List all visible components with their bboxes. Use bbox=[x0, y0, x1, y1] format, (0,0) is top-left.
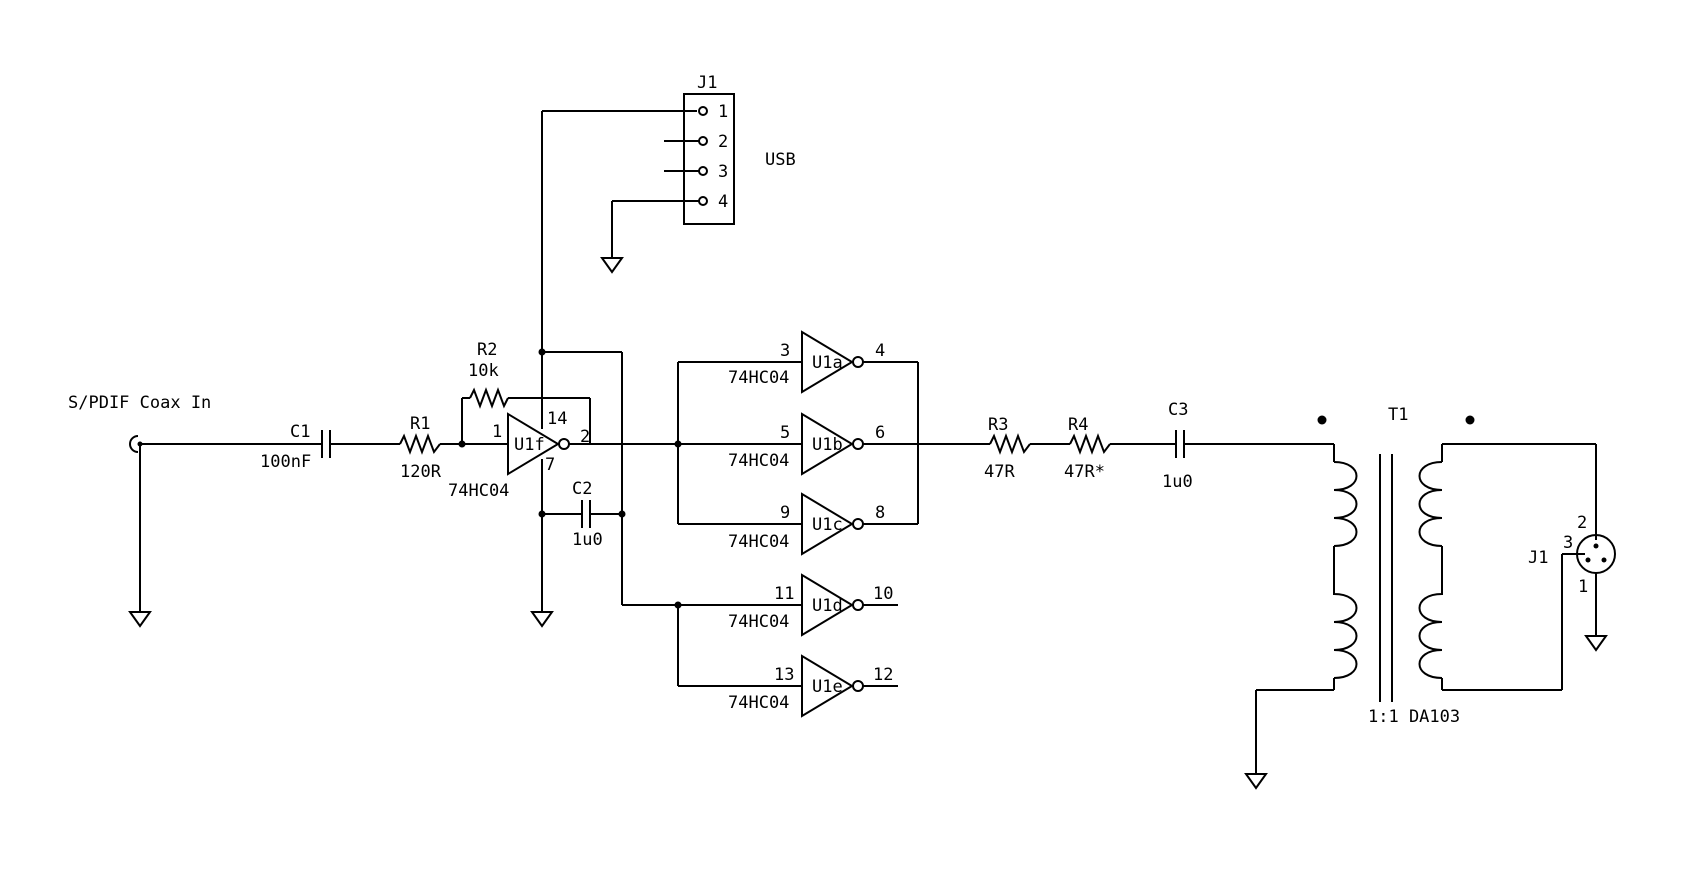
u1f-part: 74HC04 bbox=[448, 481, 509, 501]
u1c-pin-in: 9 bbox=[780, 503, 790, 523]
capacitor-c2 bbox=[581, 500, 591, 528]
inverter-u1b-bubble bbox=[852, 438, 864, 450]
u1d-pin-in: 11 bbox=[774, 584, 794, 604]
r4-ref: R4 bbox=[1068, 415, 1088, 435]
usb-pin-4-label: 4 bbox=[718, 192, 728, 212]
u1b-part: 74HC04 bbox=[728, 451, 789, 471]
ground-symbol bbox=[600, 257, 624, 274]
u1e-pin-in: 13 bbox=[774, 665, 794, 685]
r3-ref: R3 bbox=[988, 415, 1008, 435]
r1-value: 120R bbox=[400, 462, 442, 482]
schematic-title: S/PDIF Coax In bbox=[68, 393, 211, 413]
r3-value: 47R bbox=[984, 462, 1015, 482]
inverter-u1a bbox=[801, 330, 854, 394]
u1c-part: 74HC04 bbox=[728, 532, 789, 552]
u1e-part: 74HC04 bbox=[728, 693, 789, 713]
u1f-pin-gnd: 7 bbox=[545, 455, 555, 475]
u1d-ref: U1d bbox=[812, 596, 843, 616]
u1e-ref: U1e bbox=[812, 677, 843, 697]
c3-value: 1u0 bbox=[1162, 472, 1193, 492]
c1-value: 100nF bbox=[260, 452, 311, 472]
u1b-ref: U1b bbox=[812, 435, 843, 455]
ground-symbol bbox=[1584, 635, 1608, 652]
usb-pin-2 bbox=[698, 136, 708, 146]
u1a-part: 74HC04 bbox=[728, 368, 789, 388]
u1b-pin-out: 6 bbox=[875, 423, 885, 443]
r2-value: 10k bbox=[468, 361, 499, 381]
usb-pin-3-label: 3 bbox=[718, 162, 728, 182]
u1c-pin-out: 8 bbox=[875, 503, 885, 523]
ground-symbol bbox=[1244, 773, 1268, 790]
capacitor-c3 bbox=[1175, 430, 1185, 458]
r1-ref: R1 bbox=[410, 414, 430, 434]
u1e-pin-out: 12 bbox=[873, 665, 893, 685]
usb-pin-4 bbox=[698, 196, 708, 206]
usb-connector-name: USB bbox=[765, 150, 796, 170]
u1f-pin-in: 1 bbox=[492, 422, 502, 442]
usb-pin-2-label: 2 bbox=[718, 132, 728, 152]
resistor-r3 bbox=[989, 433, 1031, 455]
u1a-pin-in: 3 bbox=[780, 341, 790, 361]
usb-pin-3 bbox=[698, 166, 708, 176]
inverter-u1f bbox=[507, 412, 560, 476]
resistor-r2 bbox=[469, 387, 509, 409]
t1-ref: T1 bbox=[1388, 405, 1408, 425]
u1d-part: 74HC04 bbox=[728, 612, 789, 632]
usb-pin-1 bbox=[698, 106, 708, 116]
inverter-u1d-bubble bbox=[852, 599, 864, 611]
junction bbox=[618, 510, 626, 518]
usb-pin-1-label: 1 bbox=[718, 102, 728, 122]
xlr-pin-1: 1 bbox=[1578, 577, 1588, 597]
polarity-dot-primary bbox=[1317, 415, 1327, 425]
transformer-secondary-winding bbox=[1418, 461, 1443, 679]
xlr-pin-3: 3 bbox=[1563, 533, 1573, 553]
usb-connector-body bbox=[683, 93, 735, 225]
inverter-u1c-bubble bbox=[852, 518, 864, 530]
u1f-pin-out: 2 bbox=[580, 427, 590, 447]
inverter-u1b bbox=[801, 412, 854, 476]
inverter-u1e bbox=[801, 654, 854, 718]
u1d-pin-out: 10 bbox=[873, 584, 893, 604]
transformer-t1 bbox=[1333, 454, 1443, 702]
r2-ref: R2 bbox=[477, 340, 497, 360]
inverter-u1e-bubble bbox=[852, 680, 864, 692]
u1f-ref: U1f bbox=[514, 435, 545, 455]
c2-ref: C2 bbox=[572, 479, 592, 499]
r4-value: 47R* bbox=[1064, 462, 1105, 482]
t1-desc: 1:1 DA103 bbox=[1368, 707, 1460, 727]
inverter-u1f-bubble bbox=[558, 438, 570, 450]
ground-symbol bbox=[530, 611, 554, 628]
u1a-ref: U1a bbox=[812, 353, 843, 373]
inverter-u1d bbox=[801, 573, 854, 637]
polarity-dot-secondary bbox=[1465, 415, 1475, 425]
transformer-primary-winding bbox=[1333, 461, 1358, 679]
xlr-ref: J1 bbox=[1528, 548, 1548, 568]
resistor-r1 bbox=[399, 433, 441, 455]
c1-ref: C1 bbox=[290, 422, 310, 442]
ground-symbol bbox=[128, 611, 152, 628]
u1f-pin-vcc: 14 bbox=[547, 409, 567, 429]
capacitor-c1 bbox=[321, 430, 331, 458]
u1b-pin-in: 5 bbox=[780, 423, 790, 443]
c2-value: 1u0 bbox=[572, 530, 603, 550]
inverter-u1a-bubble bbox=[852, 356, 864, 368]
u1a-pin-out: 4 bbox=[875, 341, 885, 361]
inverter-u1c bbox=[801, 492, 854, 556]
c3-ref: C3 bbox=[1168, 400, 1188, 420]
usb-connector-ref: J1 bbox=[697, 73, 717, 93]
u1c-ref: U1c bbox=[812, 515, 843, 535]
xlr-pin-2: 2 bbox=[1577, 513, 1587, 533]
resistor-r4 bbox=[1069, 433, 1111, 455]
